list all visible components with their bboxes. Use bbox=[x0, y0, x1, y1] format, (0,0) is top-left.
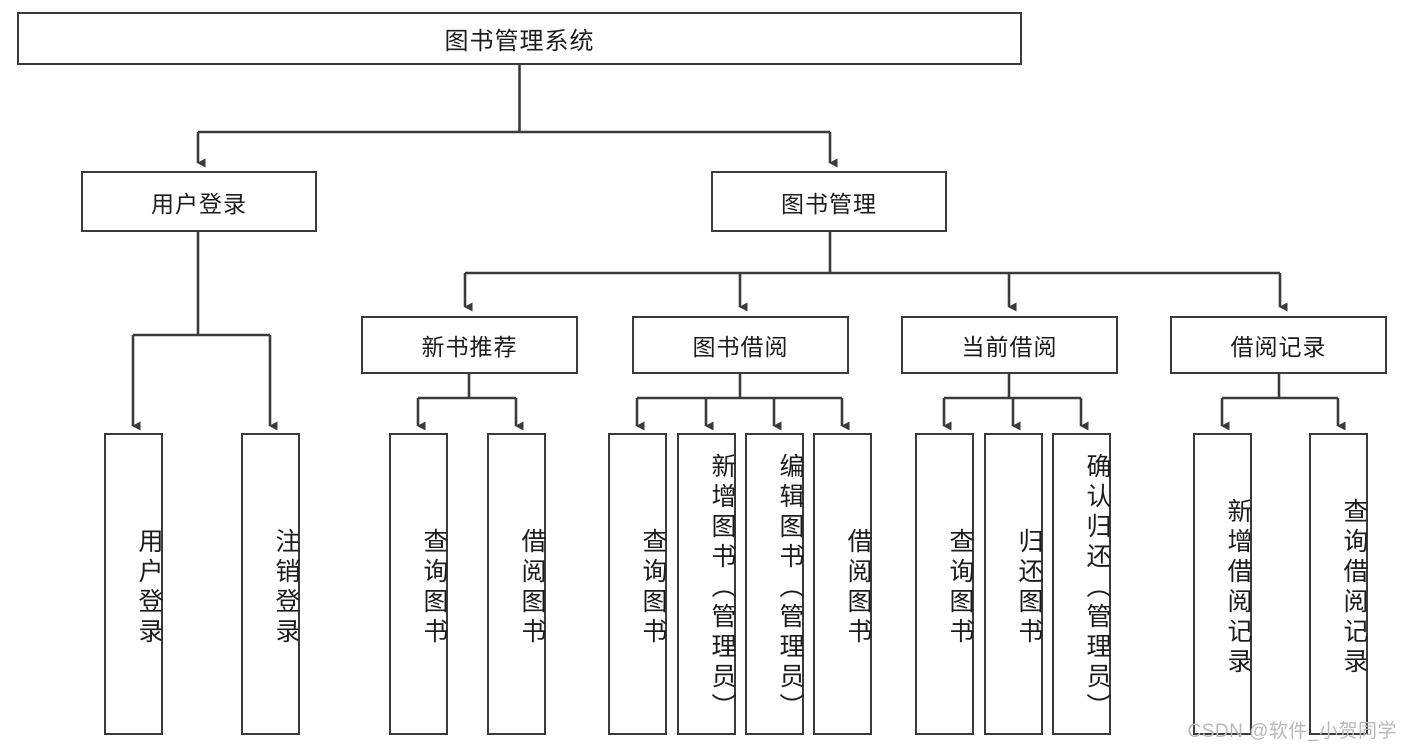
node-borrow-records[interactable]: 借阅记录 bbox=[1170, 316, 1387, 374]
node-label: 查询借阅记录 bbox=[1340, 498, 1368, 678]
node-root-system[interactable]: 图书管理系统 bbox=[17, 12, 1022, 65]
leaf-borrow-query-book[interactable]: 查询图书 bbox=[608, 433, 667, 735]
node-label: 新增图书（管理员） bbox=[708, 453, 736, 723]
node-label: 编辑图书（管理员） bbox=[776, 453, 804, 723]
node-label: 图书管理 bbox=[781, 190, 877, 217]
leaf-borrow-borrow-book[interactable]: 借阅图书 bbox=[813, 433, 872, 735]
leaf-records-add-record[interactable]: 新增借阅记录 bbox=[1193, 433, 1252, 735]
watermark-text: CSDN @软件_小贺同学 bbox=[1187, 721, 1397, 742]
leaf-current-confirm-return[interactable]: 确认归还（管理员） bbox=[1052, 433, 1111, 735]
node-label: 用户登录 bbox=[151, 190, 247, 217]
node-label: 确认归还（管理员） bbox=[1083, 453, 1111, 723]
node-label: 图书管理系统 bbox=[444, 28, 595, 55]
node-new-book-recommend[interactable]: 新书推荐 bbox=[361, 316, 578, 374]
leaf-current-return-book[interactable]: 归还图书 bbox=[984, 433, 1043, 735]
node-label: 查询图书 bbox=[420, 528, 448, 648]
node-user-login[interactable]: 用户登录 bbox=[81, 171, 317, 232]
node-label: 借阅图书 bbox=[844, 528, 872, 648]
node-label: 归还图书 bbox=[1015, 528, 1043, 648]
node-label: 新增借阅记录 bbox=[1224, 498, 1252, 678]
node-label: 当前借阅 bbox=[961, 334, 1058, 360]
leaf-records-query-record[interactable]: 查询借阅记录 bbox=[1309, 433, 1368, 735]
leaf-recommend-query-book[interactable]: 查询图书 bbox=[389, 433, 448, 735]
leaf-current-query-book[interactable]: 查询图书 bbox=[915, 433, 974, 735]
leaf-user-login-login[interactable]: 用户登录 bbox=[104, 433, 163, 735]
node-label: 借阅图书 bbox=[518, 528, 546, 648]
leaf-recommend-borrow-book[interactable]: 借阅图书 bbox=[487, 433, 546, 735]
node-label: 注销登录 bbox=[272, 528, 300, 648]
node-label: 图书借阅 bbox=[692, 334, 789, 360]
leaf-borrow-add-book[interactable]: 新增图书（管理员） bbox=[677, 433, 736, 735]
node-label: 借阅记录 bbox=[1230, 334, 1327, 360]
node-label: 查询图书 bbox=[639, 528, 667, 648]
node-label: 新书推荐 bbox=[421, 334, 518, 360]
node-current-borrow[interactable]: 当前借阅 bbox=[901, 316, 1118, 374]
leaf-borrow-edit-book[interactable]: 编辑图书（管理员） bbox=[745, 433, 804, 735]
node-label: 用户登录 bbox=[135, 528, 163, 648]
node-label: 查询图书 bbox=[946, 528, 974, 648]
node-book-borrow[interactable]: 图书借阅 bbox=[632, 316, 849, 374]
leaf-user-login-logout[interactable]: 注销登录 bbox=[241, 433, 300, 735]
node-book-management[interactable]: 图书管理 bbox=[711, 171, 947, 232]
